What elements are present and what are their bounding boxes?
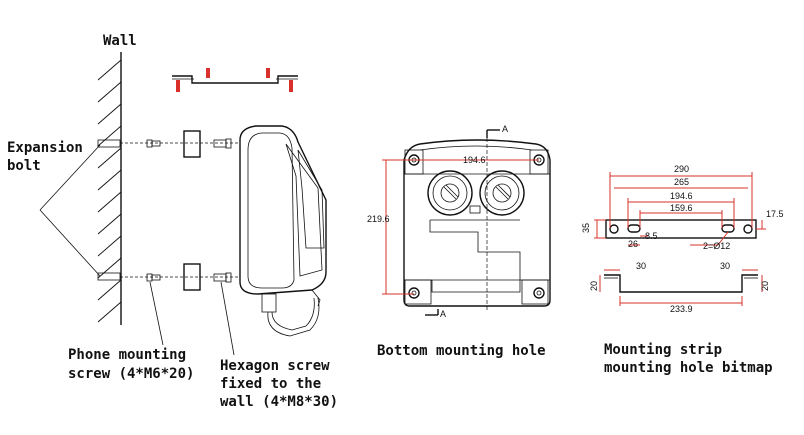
expansion-leader-top — [39, 144, 101, 211]
phone-screw-label-1: Phone mounting — [68, 347, 186, 363]
bottom-mounting-view: A A — [367, 124, 551, 359]
dim-233-9: 233.9 — [670, 304, 693, 314]
spacer-top — [183, 130, 201, 158]
dim-30-left: 30 — [636, 261, 646, 271]
strip-profile — [604, 274, 758, 293]
dim-20-left: 20 — [589, 281, 599, 291]
section-a-top: A — [502, 124, 508, 134]
phone-screw-label-2: screw (4*M6*20) — [68, 366, 194, 382]
expansion-bolt-label-1: Expansion — [7, 140, 83, 156]
round-port-left — [427, 170, 473, 216]
dim-17-5: 17.5 — [766, 209, 784, 219]
expansion-bolt-label-2: bolt — [7, 158, 41, 174]
dim-219-6: 219.6 — [367, 214, 390, 224]
strip-slot-left — [627, 224, 641, 233]
wall-hatch — [97, 59, 122, 323]
dim-20-right: 20 — [760, 281, 770, 291]
hex-screw-label-2: fixed to the — [220, 376, 321, 392]
expansion-bolt-bottom — [97, 272, 121, 281]
hex-screw-top — [213, 138, 232, 149]
phone-screw-bottom — [146, 273, 161, 282]
strip-label-2: mounting hole bitmap — [604, 360, 773, 376]
corner-hole-tl — [404, 149, 424, 175]
expansion-leader-bottom — [39, 209, 101, 277]
dim-194-6b: 194.6 — [670, 191, 693, 201]
phone-screw-leader — [149, 281, 164, 346]
round-port-right — [479, 170, 525, 216]
corner-hole-bl — [404, 279, 432, 305]
mounting-strip-side — [172, 68, 298, 92]
strip-label-1: Mounting strip — [604, 342, 722, 358]
spacer-bottom — [183, 263, 201, 291]
expansion-bolt-top — [97, 139, 121, 148]
corner-hole-br — [521, 279, 549, 305]
housing-outline — [403, 139, 551, 307]
bottom-mounting-hole-label: Bottom mounting hole — [377, 343, 546, 359]
strip-hole-right — [743, 224, 753, 234]
wall-label: Wall — [103, 33, 137, 49]
mounting-strip-view: 290 265 194.6 159.6 35 17.5 8.5 26 2=Ø12 — [581, 164, 784, 376]
telephone-side-view — [239, 125, 327, 337]
dim-holes: 2=Ø12 — [703, 241, 730, 251]
dim-290: 290 — [674, 164, 689, 174]
strip-hole-left — [609, 224, 619, 234]
strip-slot-right — [721, 224, 735, 233]
dim-35: 35 — [581, 223, 591, 233]
hex-screw-label-1: Hexagon screw — [220, 358, 330, 374]
wall-installation-view: Wall Expansion bolt — [7, 33, 338, 410]
dim-159-6: 159.6 — [670, 203, 693, 213]
dim-8-5: 8.5 — [645, 231, 658, 241]
hex-screw-bottom — [213, 272, 232, 283]
dim-194-6: 194.6 — [463, 155, 486, 165]
dim-30-right: 30 — [720, 261, 730, 271]
hex-screw-label-3: wall (4*M8*30) — [220, 394, 338, 410]
dim-26: 26 — [628, 239, 638, 249]
phone-screw-top — [146, 139, 161, 148]
section-a-bottom: A — [440, 309, 446, 319]
hex-screw-leader — [220, 281, 235, 356]
dim-265: 265 — [674, 177, 689, 187]
corner-hole-tr — [529, 149, 549, 175]
